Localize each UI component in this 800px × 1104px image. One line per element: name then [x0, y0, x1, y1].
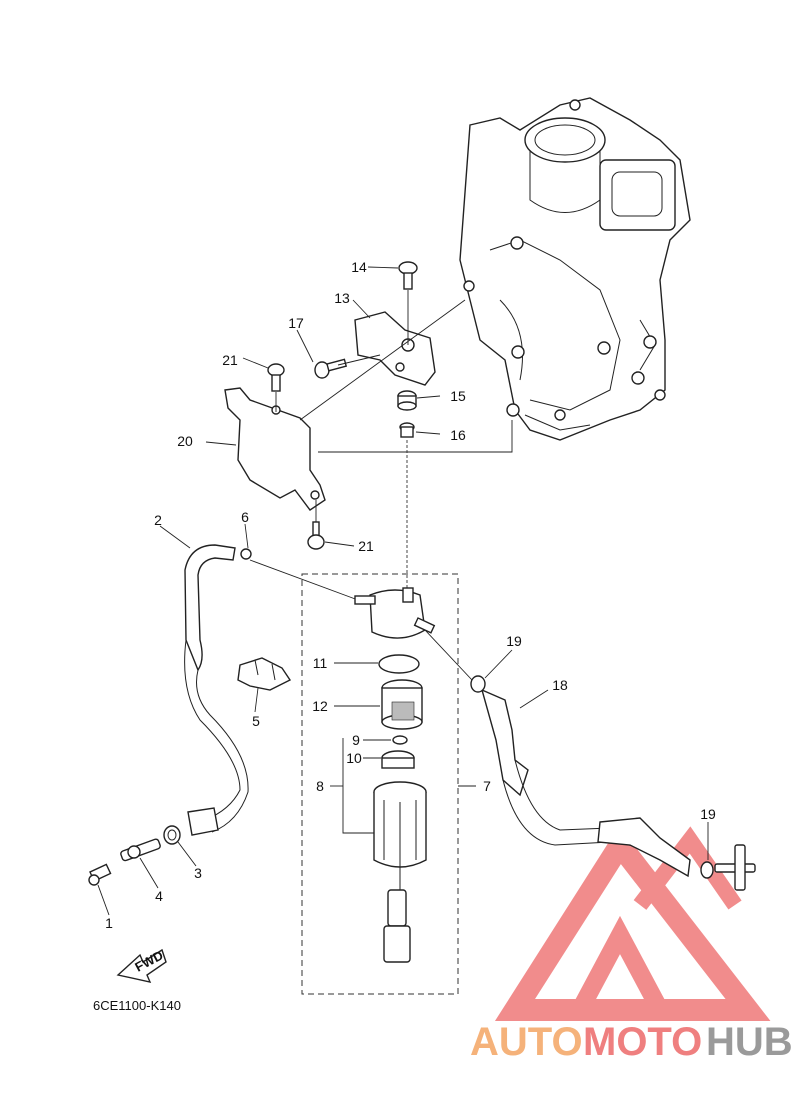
callout-8: 8 [316, 778, 324, 794]
watermark-auto: AUTO [470, 1020, 583, 1064]
filter-head [354, 587, 436, 639]
callout-7: 7 [483, 778, 491, 794]
callout-21-top: 21 [222, 352, 238, 368]
callout-16: 16 [450, 427, 466, 443]
hose-18 [480, 688, 691, 878]
collar-16 [399, 422, 415, 438]
callout-11: 11 [313, 655, 328, 671]
callout-4: 4 [155, 888, 163, 904]
joint-4 [120, 838, 161, 862]
callout-19-lower: 19 [700, 806, 716, 822]
callout-5: 5 [252, 713, 260, 729]
watermark-logo [494, 825, 771, 1021]
callout-13: 13 [334, 290, 350, 306]
callout-2: 2 [154, 512, 162, 528]
cover-20 [224, 387, 326, 511]
callout-19-upper: 19 [506, 633, 522, 649]
callout-9: 9 [352, 732, 360, 748]
cup-8 [373, 781, 427, 963]
callout-21-bottom: 21 [358, 538, 374, 554]
callout-6: 6 [241, 509, 249, 525]
callout-leaders [97, 266, 709, 916]
fwd-arrow: FWD [116, 948, 167, 983]
callout-15: 15 [450, 388, 466, 404]
callout-labels: 1 2 3 4 5 6 7 8 9 10 11 12 13 14 15 16 1… [105, 259, 716, 931]
t-joint [714, 844, 756, 891]
holder-5 [237, 657, 292, 691]
callout-20: 20 [177, 433, 193, 449]
bolt-21-top [267, 363, 285, 392]
engine-intake-block [459, 97, 691, 441]
callout-14: 14 [351, 259, 367, 275]
clamp-19-lower [700, 861, 714, 879]
clamp-19-upper [470, 675, 486, 693]
element-12 [381, 679, 423, 730]
callout-17: 17 [288, 315, 304, 331]
joint-1 [88, 863, 112, 886]
watermark-hub: HUB [706, 1020, 793, 1064]
hose-2 [184, 544, 252, 836]
float-10 [381, 750, 415, 769]
o-ring-11 [378, 654, 420, 674]
ring-9 [392, 735, 408, 745]
callout-18: 18 [552, 677, 568, 693]
bolt-21-bottom [307, 521, 325, 550]
callout-12: 12 [312, 698, 328, 714]
screw-17 [314, 358, 348, 379]
watermark-text: AUTO MOTO HUB [470, 1020, 793, 1064]
clip-3 [163, 825, 181, 845]
callout-3: 3 [194, 865, 202, 881]
fuel-filter-assembly-box [301, 573, 459, 995]
callout-1: 1 [105, 915, 113, 931]
callout-10: 10 [346, 750, 362, 766]
grommet-15 [397, 390, 417, 411]
diagram-code: 6CE1100-K140 [93, 998, 181, 1013]
bracket-13 [354, 311, 436, 386]
assembly-lines [249, 290, 513, 681]
watermark-moto: MOTO [583, 1020, 702, 1064]
bolt-14 [398, 261, 418, 290]
